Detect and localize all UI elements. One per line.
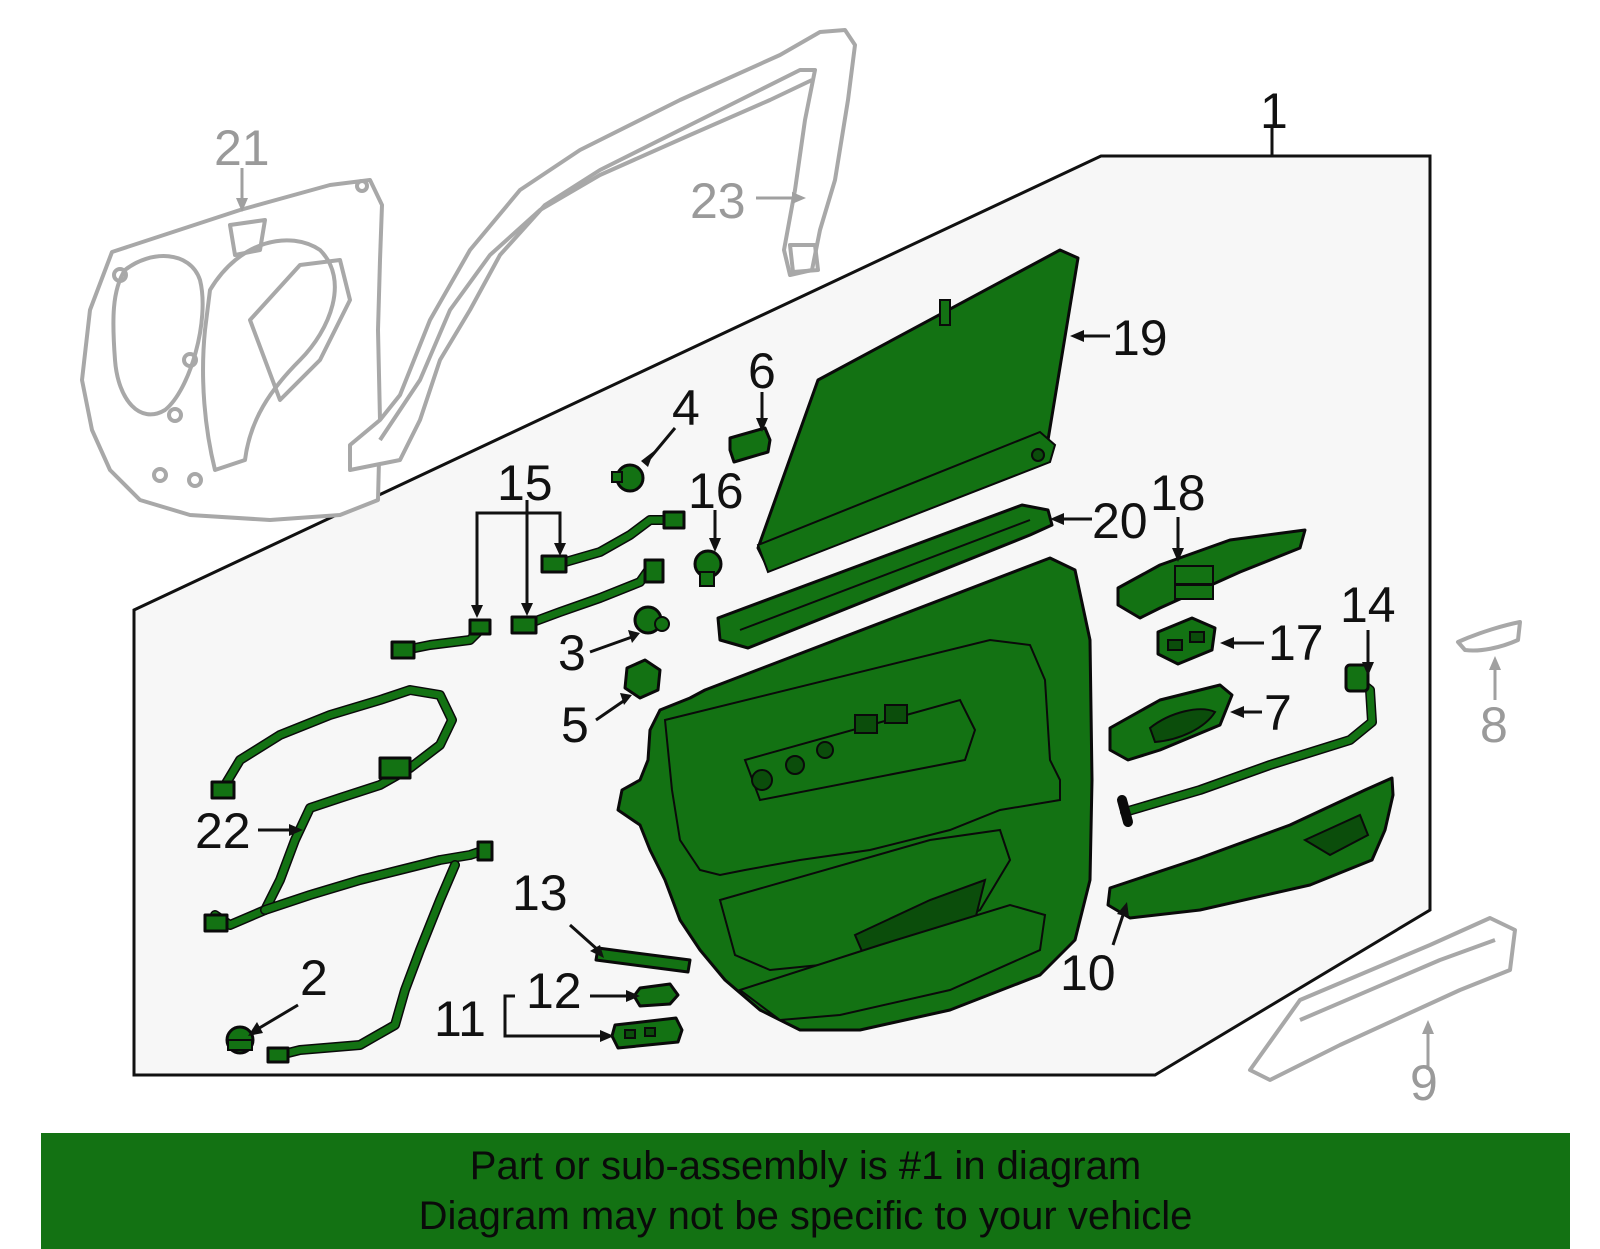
part-16-fastener — [693, 549, 723, 587]
callout-4: 4 — [672, 380, 700, 436]
callout-13: 13 — [512, 865, 568, 921]
callout-10: 10 — [1060, 945, 1116, 1001]
part-7-handle-bezel — [1108, 683, 1234, 762]
callout-22: 22 — [195, 803, 251, 859]
part-2-fastener — [225, 1025, 255, 1055]
callout-7: 7 — [1264, 685, 1292, 741]
part-13-connector-strip — [594, 946, 692, 974]
callout-11: 11 — [434, 991, 486, 1047]
callout-19: 19 — [1112, 310, 1168, 366]
part-15-wire-harness-leads — [390, 510, 686, 660]
callout-23: 23 — [690, 173, 746, 229]
callout-12: 12 — [526, 963, 582, 1019]
part-20-belt-strip — [716, 503, 1054, 650]
part-23-window-frame — [348, 28, 857, 472]
callout-6: 6 — [748, 343, 776, 399]
part-22-wiring-harness — [203, 685, 494, 1064]
part-8-trim-cap — [1456, 620, 1522, 653]
part-9-sill-trim — [1248, 916, 1517, 1082]
part-6-clip — [728, 426, 772, 464]
disclaimer-banner: Part or sub-assembly is #1 in diagram Di… — [41, 1133, 1570, 1249]
callout-1: 1 — [1260, 83, 1288, 139]
part-17-switch — [1156, 616, 1217, 666]
callout-3: 3 — [558, 625, 586, 681]
callout-2: 2 — [300, 950, 328, 1006]
callout-18: 18 — [1150, 465, 1206, 521]
callout-16: 16 — [688, 463, 744, 519]
banner-line-2: Diagram may not be specific to your vehi… — [418, 1194, 1193, 1238]
part-3-fastener — [633, 605, 670, 635]
part-10-armrest — [1106, 776, 1395, 920]
callout-21: 21 — [214, 120, 270, 176]
callout-20: 20 — [1092, 493, 1148, 549]
part-19-upper-trim — [756, 248, 1080, 574]
part-21-inner-door-panel — [80, 178, 384, 522]
callout-17: 17 — [1268, 615, 1324, 671]
callout-15: 15 — [497, 455, 553, 511]
callout-8: 8 — [1480, 697, 1508, 753]
banner-line-1: Part or sub-assembly is #1 in diagram — [469, 1144, 1142, 1188]
part-18-switch-bezel — [1116, 528, 1307, 620]
part-5-cap — [623, 658, 662, 700]
callout-9: 9 — [1410, 1055, 1438, 1111]
callout-5: 5 — [561, 697, 589, 753]
leader-lines — [236, 128, 1501, 1070]
part-14-pull-handle — [1117, 663, 1377, 827]
part-1-door-trim-panel — [616, 556, 1094, 1032]
part-4-fastener — [611, 463, 645, 493]
callout-14: 14 — [1340, 577, 1396, 633]
part-12-module — [632, 982, 680, 1008]
